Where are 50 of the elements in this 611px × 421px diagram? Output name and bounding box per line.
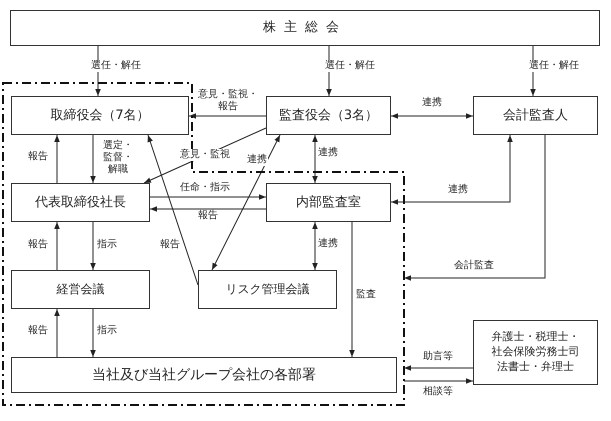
org-box: 監査役会（3名） xyxy=(266,96,391,135)
edge-label: 任命・指示 xyxy=(179,182,231,194)
edge-label: 連携 xyxy=(421,97,443,109)
arrow xyxy=(90,222,96,270)
edge-label: 選任・解任 xyxy=(90,60,142,72)
arrow xyxy=(349,222,355,358)
edge-label: 報告 xyxy=(159,239,181,251)
arrow xyxy=(312,222,318,270)
arrow xyxy=(188,113,266,119)
org-box: リスク管理会議 xyxy=(198,270,337,309)
arrow xyxy=(404,378,474,384)
edge-label: 報告 xyxy=(27,325,49,337)
arrow xyxy=(90,134,96,184)
arrow xyxy=(148,134,198,286)
org-box: 内部監査室 xyxy=(266,183,391,222)
arrow xyxy=(54,222,60,270)
edge-label: 連携 xyxy=(317,147,339,159)
org-box: 弁護士・税理士・社会保険労務士司法書士・弁理士 xyxy=(473,320,598,385)
edge-label: 監査 xyxy=(355,289,377,301)
arrow xyxy=(390,113,474,119)
arrow xyxy=(404,134,546,281)
arrow xyxy=(390,134,513,205)
edge-label: 選任・解任 xyxy=(324,60,376,72)
arrow xyxy=(312,134,318,184)
arrow xyxy=(150,206,266,212)
edge-label: 相談等 xyxy=(422,386,454,398)
edge-label: 連携 xyxy=(317,238,339,250)
edge-label: 連携 xyxy=(447,184,469,196)
org-box: 会計監査人 xyxy=(473,96,598,135)
org-box: 代表取締役社長 xyxy=(11,183,150,222)
org-box: 取締役会（7名） xyxy=(11,96,189,135)
edge-label: 連携 xyxy=(246,154,268,166)
org-box: 当社及び当社グループ会社の各部署 xyxy=(11,357,397,393)
arrow xyxy=(212,134,280,270)
edge-label: 会計監査 xyxy=(453,260,495,272)
edge-label: 助言等 xyxy=(422,351,454,363)
edge-label: 報告 xyxy=(27,239,49,251)
org-box: 経営会議 xyxy=(11,270,150,309)
edge-label: 選任・解任 xyxy=(528,60,580,72)
edge-label: 意見・監視 xyxy=(179,149,231,161)
arrow xyxy=(90,308,96,358)
edge-label: 指示 xyxy=(96,325,118,337)
org-box: 株主総会 xyxy=(10,10,600,46)
edge-label: 報告 xyxy=(27,151,49,163)
arrow xyxy=(404,365,474,371)
arrow xyxy=(54,308,60,358)
arrow xyxy=(54,134,60,184)
edge-label: 指示 xyxy=(96,239,118,251)
arrow xyxy=(150,194,266,200)
edge-label: 報告 xyxy=(197,210,219,222)
